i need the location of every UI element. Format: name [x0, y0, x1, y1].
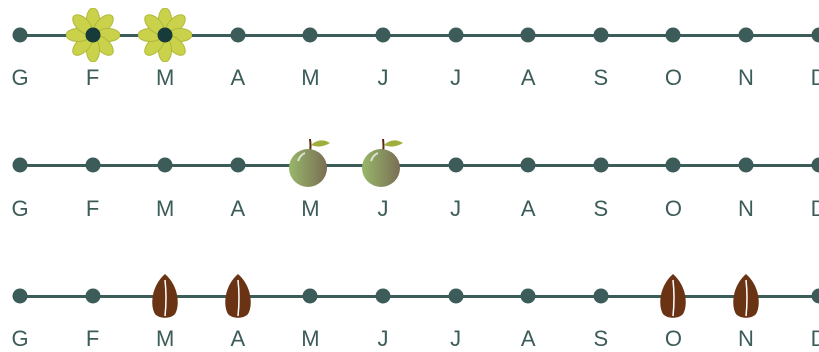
month-dot — [520, 157, 536, 173]
month-dot — [811, 288, 819, 304]
month-label: O — [664, 196, 682, 221]
timeline-line — [20, 163, 819, 167]
month-dot — [448, 288, 464, 304]
month-label: M — [156, 196, 175, 221]
month-dot — [230, 157, 246, 173]
month-dot — [811, 27, 819, 43]
month-label: S — [593, 196, 609, 221]
month-dot — [85, 157, 101, 173]
month-dot — [302, 288, 318, 304]
flower-icon — [138, 8, 193, 62]
month-label: A — [230, 196, 246, 221]
month-label: J — [450, 196, 462, 221]
month-label: A — [520, 65, 536, 90]
month-dot — [665, 27, 681, 43]
month-dot — [520, 27, 536, 43]
month-dot — [738, 27, 754, 43]
month-label: G — [11, 65, 29, 90]
month-label: O — [664, 65, 682, 90]
month-label: N — [738, 196, 754, 221]
month-label: D — [810, 326, 819, 351]
month-dot — [593, 27, 609, 43]
month-label: M — [156, 65, 175, 90]
month-label: N — [738, 326, 754, 351]
month-dot — [375, 27, 391, 43]
month-dot — [375, 288, 391, 304]
month-label: A — [230, 65, 246, 90]
month-dot — [302, 27, 318, 43]
month-label: A — [230, 326, 246, 351]
month-dot — [448, 157, 464, 173]
month-dot — [811, 157, 819, 173]
month-dot — [12, 27, 28, 43]
month-dot — [230, 27, 246, 43]
seed-icon — [149, 272, 181, 320]
month-label: F — [85, 65, 100, 90]
month-label: A — [520, 326, 536, 351]
month-label: J — [377, 65, 389, 90]
month-dot — [520, 288, 536, 304]
month-dot — [157, 157, 173, 173]
month-label: J — [450, 65, 462, 90]
month-dot — [12, 288, 28, 304]
month-label: M — [301, 196, 320, 221]
month-label: M — [301, 326, 320, 351]
month-label: J — [377, 326, 389, 351]
month-label: S — [593, 326, 609, 351]
month-dot — [593, 288, 609, 304]
month-dot — [12, 157, 28, 173]
month-label: J — [450, 326, 462, 351]
apple-icon — [286, 133, 334, 189]
month-label: G — [11, 196, 29, 221]
month-label: A — [520, 196, 536, 221]
month-label: D — [810, 65, 819, 90]
apple-icon — [359, 133, 407, 189]
month-dot — [448, 27, 464, 43]
month-label: G — [11, 326, 29, 351]
month-label: D — [810, 196, 819, 221]
month-label: N — [738, 65, 754, 90]
month-dot — [593, 157, 609, 173]
timeline-line — [20, 33, 819, 37]
month-label: F — [85, 196, 100, 221]
timeline-line — [20, 294, 819, 298]
month-label: M — [301, 65, 320, 90]
month-dot — [738, 157, 754, 173]
month-dot — [85, 288, 101, 304]
month-dot — [665, 157, 681, 173]
month-label: F — [85, 326, 100, 351]
month-label: J — [377, 196, 389, 221]
seed-icon — [657, 272, 689, 320]
seed-icon — [730, 272, 762, 320]
month-label: M — [156, 326, 175, 351]
flower-icon — [65, 8, 120, 62]
month-label: O — [664, 326, 682, 351]
month-label: S — [593, 65, 609, 90]
seed-icon — [222, 272, 254, 320]
